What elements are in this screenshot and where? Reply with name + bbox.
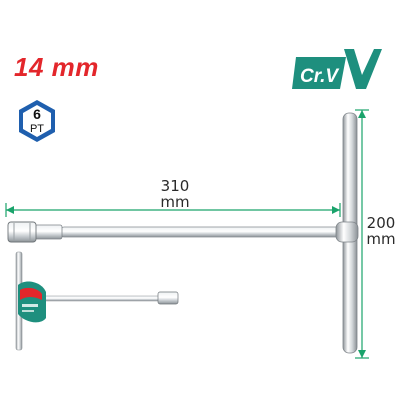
points-unit: PT [29, 123, 45, 135]
material-label: Cr.V [300, 66, 339, 87]
size-title: 14 mm [14, 52, 99, 83]
height-unit: mm [366, 230, 396, 248]
length-label: 310 mm [150, 178, 200, 210]
points-badge: 6 PT [16, 98, 58, 144]
material-badge: Cr.V [290, 45, 382, 93]
crv-badge-icon: Cr.V [292, 49, 382, 89]
length-dimension-line [5, 203, 341, 217]
packaged-wrench-preview [15, 251, 179, 351]
length-unit: mm [160, 193, 190, 211]
height-label: 200 mm [360, 215, 400, 247]
points-number: 6 [33, 106, 41, 122]
length-value: 310 [160, 177, 190, 195]
height-dimension-line [355, 109, 369, 359]
hexagon-icon [19, 100, 55, 142]
t-wrench-main [7, 112, 359, 354]
height-value: 200 [366, 214, 396, 232]
size-label: 14 mm [14, 52, 99, 82]
